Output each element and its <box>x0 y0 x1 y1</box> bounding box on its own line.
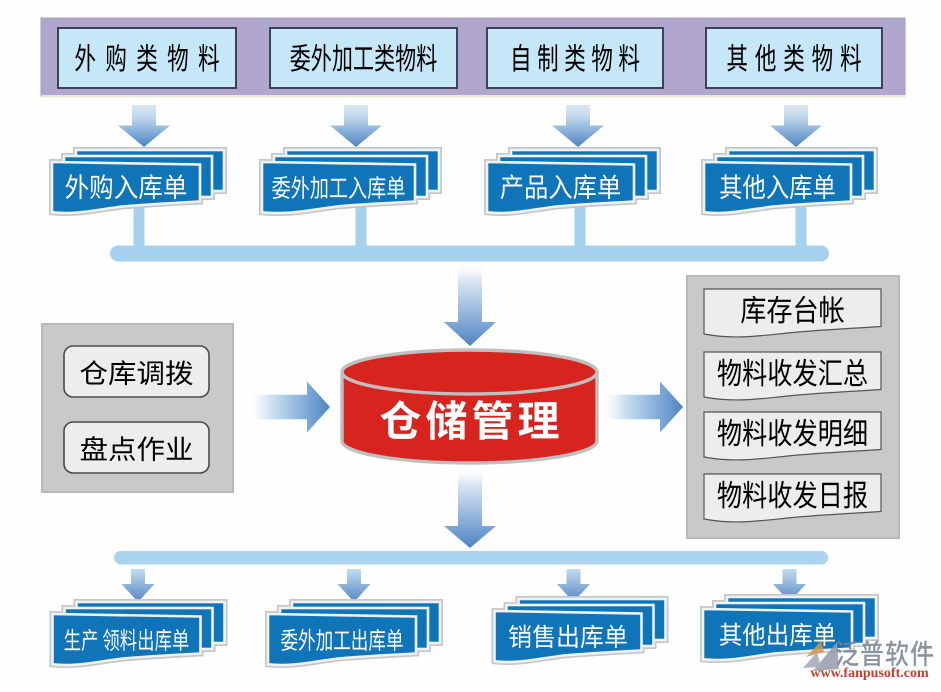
svg-text:www.fanpusoft.com: www.fanpusoft.com <box>810 666 929 681</box>
